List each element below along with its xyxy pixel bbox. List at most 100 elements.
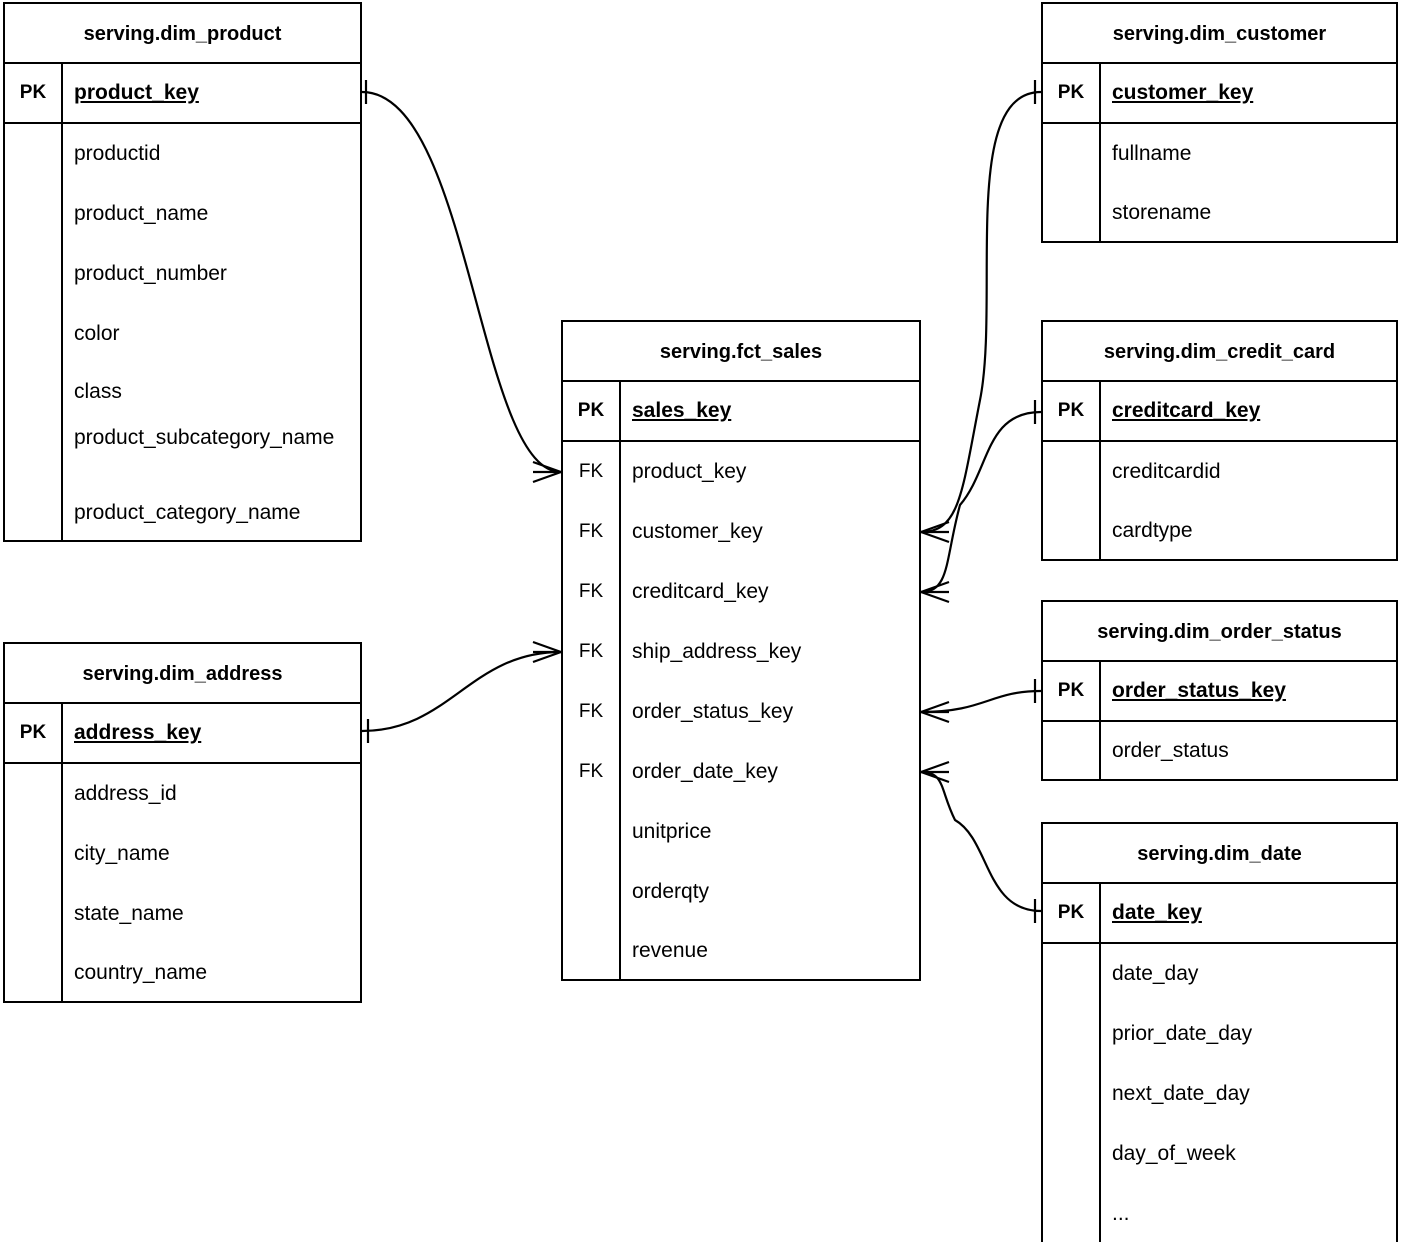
attribute-key-cell [5,764,63,824]
pk-field-name: creditcard_key [1112,399,1261,422]
attribute-key-cell [5,184,63,244]
attribute-name: ... [1112,1201,1130,1225]
fk-badge: FK [563,742,621,802]
attribute-row[interactable]: next_date_day [1043,1064,1396,1124]
pk-badge: PK [5,704,63,762]
attribute-row[interactable]: FK customer_key [563,502,919,562]
attribute-row[interactable]: orderqty [563,862,919,922]
attribute-row[interactable]: class [5,364,360,420]
crowfoot-orderstatus [920,700,950,724]
pk-field-name: sales_key [632,399,732,422]
fk-badge: FK [563,622,621,682]
attribute-row[interactable]: city_name [5,824,360,884]
attribute-name: cardtype [1112,518,1193,542]
attribute-row[interactable]: FK ship_address_key [563,622,919,682]
entity-title: serving.dim_address [5,644,360,704]
entity-dim-date[interactable]: serving.dim_date PK date_key date_day pr… [1041,822,1398,1242]
attribute-name: next_date_day [1112,1082,1250,1105]
pk-badge: PK [563,382,621,440]
attribute-list: productid product_name product_number co… [5,124,360,540]
attribute-row[interactable]: ... [1043,1184,1396,1242]
attribute-row[interactable]: day_of_week [1043,1124,1396,1184]
entity-dim-product[interactable]: serving.dim_product PK product_key produ… [3,2,362,542]
entity-title: serving.dim_customer [1043,4,1396,64]
pk-badge: PK [1043,662,1101,720]
attribute-row[interactable]: date_day [1043,944,1396,1004]
fk-badge: FK [563,502,621,562]
rel-product-sales [361,80,562,484]
crowfoot-address [532,640,562,664]
attribute-list: order_status [1043,722,1396,779]
attribute-row[interactable]: product_number [5,244,360,304]
attribute-row[interactable]: product_subcategory_name [5,420,360,486]
pk-field-name: order_status_key [1112,679,1286,702]
attribute-name: product_name [74,202,209,225]
attribute-row[interactable]: storename [1043,184,1396,241]
pk-row[interactable]: PK order_status_key [1043,662,1396,722]
attribute-name: creditcard_key [632,580,769,603]
attribute-key-cell [5,420,63,486]
attribute-row[interactable]: state_name [5,884,360,944]
entity-title: serving.dim_date [1043,824,1396,884]
entity-dim-address[interactable]: serving.dim_address PK address_key addre… [3,642,362,1003]
attribute-name: creditcardid [1112,460,1221,483]
attribute-key-cell [563,922,621,979]
attribute-name: product_subcategory_name [74,426,335,449]
attribute-row[interactable]: address_id [5,764,360,824]
attribute-row[interactable]: cardtype [1043,502,1396,559]
attribute-row[interactable]: fullname [1043,124,1396,184]
pk-row[interactable]: PK customer_key [1043,64,1396,124]
attribute-key-cell [5,486,63,540]
entity-dim-customer[interactable]: serving.dim_customer PK customer_key ful… [1041,2,1398,243]
pk-row[interactable]: PK sales_key [563,382,919,442]
attribute-name: fullname [1112,142,1192,165]
attribute-name: storename [1112,200,1212,224]
attribute-key-cell [1043,1124,1101,1184]
attribute-row[interactable]: product_name [5,184,360,244]
pk-row[interactable]: PK creditcard_key [1043,382,1396,442]
attribute-name: country_name [74,960,208,984]
pk-row[interactable]: PK address_key [5,704,360,764]
attribute-name: date_day [1112,962,1199,985]
attribute-key-cell [5,304,63,364]
attribute-row[interactable]: FK order_status_key [563,682,919,742]
attribute-name: day_of_week [1112,1142,1236,1165]
attribute-key-cell [563,862,621,922]
pk-badge: PK [1043,64,1101,122]
attribute-row[interactable]: product_category_name [5,486,360,540]
attribute-name: product_key [632,460,747,483]
attribute-key-cell [5,364,63,420]
attribute-key-cell [5,884,63,944]
entity-title: serving.dim_order_status [1043,602,1396,662]
attribute-key-cell [1043,1184,1101,1242]
attribute-row[interactable]: prior_date_day [1043,1004,1396,1064]
attribute-list: creditcardid cardtype [1043,442,1396,559]
attribute-name: order_status [1112,738,1229,762]
attribute-name: productid [74,142,161,165]
attribute-row[interactable]: country_name [5,944,360,1001]
attribute-row[interactable]: color [5,304,360,364]
attribute-key-cell [5,244,63,304]
attribute-key-cell [1043,1064,1101,1124]
attribute-row[interactable]: FK product_key [563,442,919,502]
pk-row[interactable]: PK product_key [5,64,360,124]
attribute-key-cell [1043,184,1101,241]
pk-field-name: product_key [74,81,199,104]
attribute-name: order_status_key [632,700,794,723]
attribute-name: state_name [74,902,184,925]
rel-orderstatus-sales [920,679,1042,724]
attribute-row[interactable]: creditcardid [1043,442,1396,502]
attribute-name: ship_address_key [632,640,802,663]
attribute-name: product_number [74,262,227,285]
attribute-row[interactable]: order_status [1043,722,1396,779]
attribute-row[interactable]: revenue [563,922,919,979]
entity-dim-credit-card[interactable]: serving.dim_credit_card PK creditcard_ke… [1041,320,1398,561]
entity-fct-sales[interactable]: serving.fct_sales PK sales_key FK produc… [561,320,921,981]
entity-dim-order-status[interactable]: serving.dim_order_status PK order_status… [1041,600,1398,781]
attribute-row[interactable]: FK order_date_key [563,742,919,802]
pk-row[interactable]: PK date_key [1043,884,1396,944]
attribute-row[interactable]: productid [5,124,360,184]
attribute-row[interactable]: FK creditcard_key [563,562,919,622]
attribute-row[interactable]: unitprice [563,802,919,862]
